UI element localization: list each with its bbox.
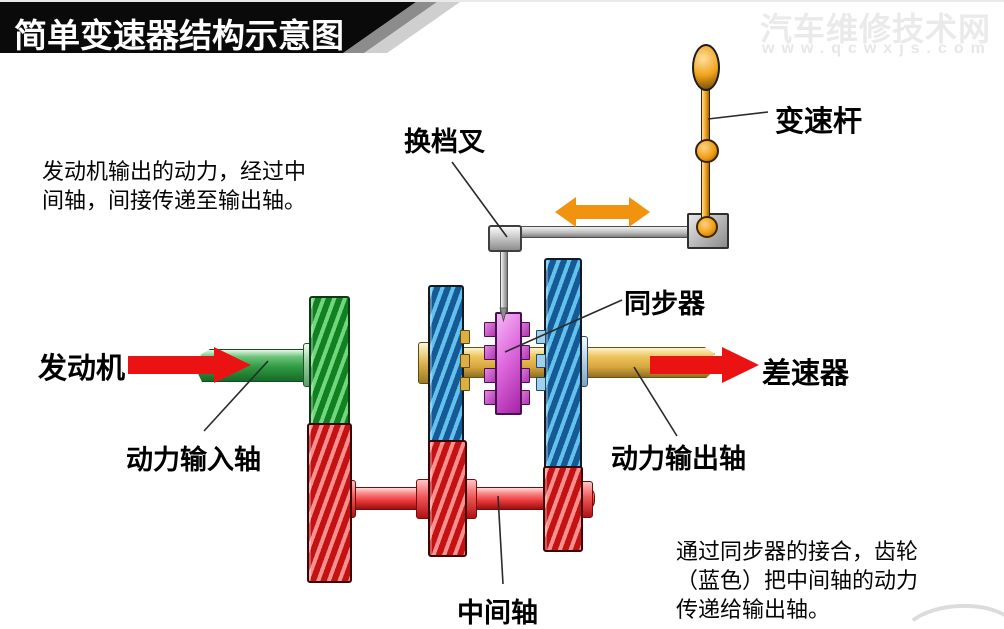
output-gear-blue-left bbox=[428, 285, 464, 446]
label-shift-fork: 换档叉 bbox=[404, 127, 485, 157]
synchronizer-sleeve bbox=[495, 312, 522, 415]
counter-gear-small-red bbox=[543, 466, 583, 552]
watermark-site-name: 汽车维修技术网 bbox=[760, 11, 992, 47]
label-engine: 发动机 bbox=[38, 353, 126, 385]
note-synchronizer: 通过同步器的接合，齿轮 （蓝色）把中间轴的动力 传递给输出轴。 bbox=[676, 537, 918, 624]
label-counter-shaft: 中间轴 bbox=[457, 598, 538, 628]
note-line: 通过同步器的接合，齿轮 bbox=[676, 539, 919, 564]
pointer-line-gear-lever bbox=[707, 111, 769, 120]
lever-motion-double-arrow bbox=[555, 197, 650, 227]
dog-teeth bbox=[536, 330, 546, 344]
dog-teeth bbox=[460, 354, 470, 368]
input-shaft bbox=[196, 349, 320, 382]
label-gear-lever: 变速杆 bbox=[775, 106, 863, 138]
note-line: 间轴，间接传递至输出轴。 bbox=[42, 188, 307, 213]
watermark-url: www.qcwxjs.com bbox=[762, 40, 992, 57]
output-gear-blue-right bbox=[544, 258, 582, 472]
gear-lever-knob bbox=[692, 44, 720, 91]
label-power-output-shaft: 动力输出轴 bbox=[611, 444, 746, 474]
page-title: 简单变速器结构示意图 bbox=[14, 17, 344, 53]
note-line: （蓝色）把中间轴的动力 bbox=[676, 568, 919, 593]
dog-teeth bbox=[536, 354, 546, 368]
label-synchronizer: 同步器 bbox=[624, 289, 705, 319]
dog-teeth bbox=[536, 377, 546, 391]
input-gear-green bbox=[309, 296, 350, 429]
dog-teeth bbox=[460, 330, 470, 344]
label-differential: 差速器 bbox=[762, 358, 850, 390]
label-power-input-shaft: 动力输入轴 bbox=[126, 445, 261, 475]
shift-fork-stem bbox=[500, 245, 508, 313]
counter-gear-large-red bbox=[307, 423, 352, 583]
top-edge-line bbox=[0, 0, 1004, 2]
dog-teeth bbox=[460, 377, 470, 391]
note-line: 传递给输出轴。 bbox=[676, 597, 831, 622]
counter-gear-mid-red bbox=[428, 440, 467, 557]
note-line: 发动机输出的动力，经过中 bbox=[42, 159, 307, 184]
gear-lever-pivot bbox=[696, 216, 718, 238]
note-input-power: 发动机输出的动力，经过中 间轴，间接传递至输出轴。 bbox=[42, 157, 306, 215]
shift-fork-block bbox=[488, 225, 522, 252]
title-banner: 简单变速器结构示意图 bbox=[0, 2, 480, 53]
gear-lever-ball-joint bbox=[695, 139, 719, 163]
shift-rail-rod bbox=[517, 226, 689, 238]
